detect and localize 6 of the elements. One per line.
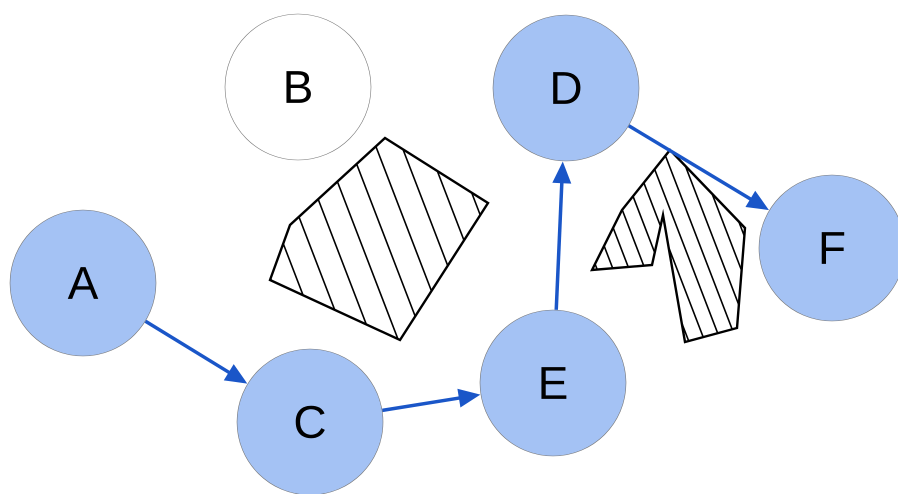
circle-node: F — [758, 174, 898, 322]
circle-node: A — [10, 210, 156, 356]
circle-node: B — [224, 14, 372, 160]
circle-node: C — [236, 348, 384, 494]
circle-node: D — [492, 14, 640, 162]
circle-node: E — [480, 310, 626, 456]
